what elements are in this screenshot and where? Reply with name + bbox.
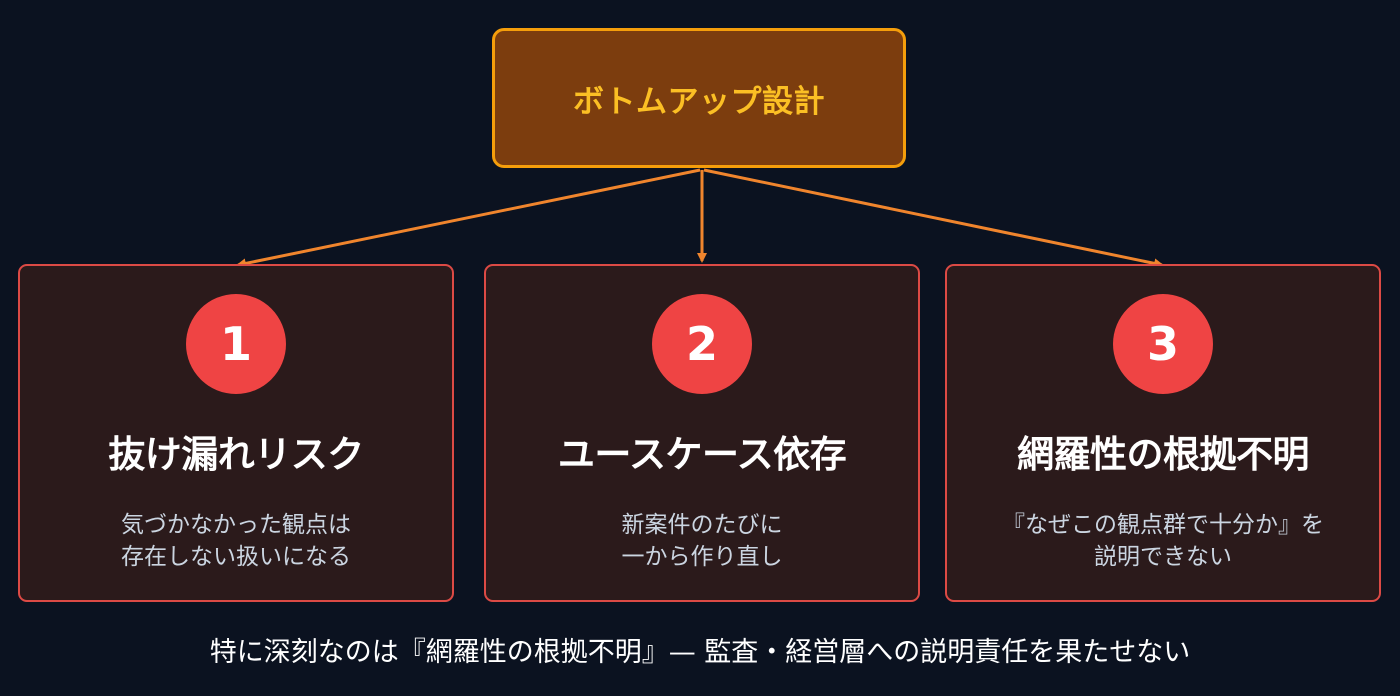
card-description-line: 存在しない扱いになる bbox=[121, 544, 351, 570]
number-badge-1: 1 bbox=[186, 294, 286, 394]
card-description: 気づかなかった観点は 存在しない扱いになる bbox=[20, 509, 452, 573]
card-description-line: 説明できない bbox=[1094, 544, 1232, 570]
card-description-line: 新案件のたびに bbox=[621, 512, 783, 538]
number-badge-3: 3 bbox=[1113, 294, 1213, 394]
badge-number: 1 bbox=[219, 317, 252, 371]
card-description-line: 気づかなかった観点は bbox=[121, 512, 351, 538]
card-description: 新案件のたびに 一から作り直し bbox=[486, 509, 918, 573]
card-description: 『なぜこの観点群で十分か』を 説明できない bbox=[947, 509, 1379, 573]
card-title: 網羅性の根拠不明 bbox=[1017, 433, 1310, 476]
badge-number: 3 bbox=[1146, 317, 1179, 371]
card-3: 3 網羅性の根拠不明 『なぜこの観点群で十分か』を 説明できない bbox=[945, 264, 1381, 602]
number-badge-2: 2 bbox=[652, 294, 752, 394]
footer-note: 特に深刻なのは『網羅性の根拠不明』— 監査・経営層への説明責任を果たせない bbox=[209, 637, 1191, 668]
badge-number: 2 bbox=[685, 317, 718, 371]
arrow-to-card-3 bbox=[703, 168, 1164, 269]
arrow-to-card-1 bbox=[236, 168, 701, 269]
card-1: 1 抜け漏れリスク 気づかなかった観点は 存在しない扱いになる bbox=[18, 264, 454, 602]
card-2: 2 ユースケース依存 新案件のたびに 一から作り直し bbox=[484, 264, 920, 602]
card-title: ユースケース依存 bbox=[557, 433, 847, 476]
card-description-line: 『なぜこの観点群で十分か』を bbox=[1002, 512, 1324, 538]
card-title: 抜け漏れリスク bbox=[108, 433, 364, 476]
card-description-line: 一から作り直し bbox=[621, 544, 783, 570]
root-node-label: ボトムアップ設計 bbox=[573, 83, 825, 120]
root-node: ボトムアップ設計 bbox=[492, 28, 906, 168]
